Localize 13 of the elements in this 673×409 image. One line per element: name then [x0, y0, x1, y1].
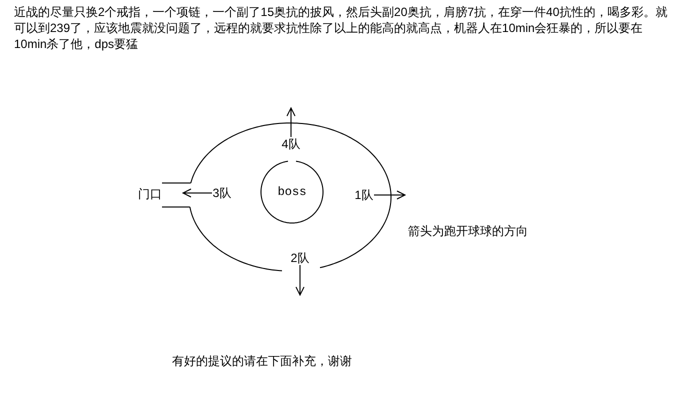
note-text: 有好的提议的请在下面补充，谢谢	[172, 354, 352, 368]
arrow	[286, 108, 296, 138]
arrow	[182, 188, 212, 198]
team-label: 1队	[354, 188, 374, 202]
ellipse-outline	[188, 122, 392, 272]
note-text: 箭头为跑开球球的方向	[408, 224, 528, 238]
text-paragraph: 近战的尽量只换2个戒指，一个项链，一个副了15奥抗的披风，然后头副20奥抗，肩膀7抗，在穿一件40抗性的，喝多彩。就可以到239了，应该地震就没问题了，远程的就要求抗性除了以上的能高的就高点，机器人在10min会狂暴的，所以要在10min杀了他，dps要猛	[14, 4, 668, 52]
door-label: 门口	[138, 187, 162, 201]
team-label: 3队	[212, 186, 232, 200]
arrow	[296, 264, 304, 296]
team-label: 4队	[281, 137, 301, 151]
arrow	[374, 190, 406, 200]
team-label: 2队	[290, 251, 310, 265]
